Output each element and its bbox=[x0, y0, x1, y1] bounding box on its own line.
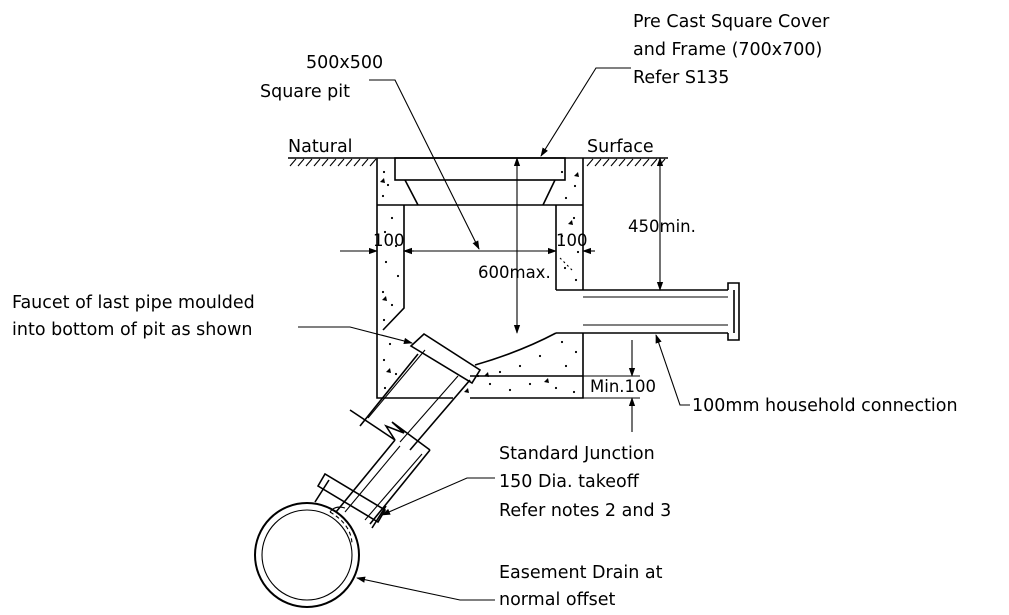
inclined-pipe bbox=[314, 332, 482, 529]
leader-lines bbox=[298, 67, 690, 601]
pit-label-line1: 500x500 bbox=[306, 53, 383, 73]
natural-label: Natural bbox=[288, 137, 353, 157]
depth-max-dimension: 600max. bbox=[478, 263, 551, 282]
annotation-text: Pre Cast Square Cover and Frame (700x700… bbox=[12, 12, 958, 610]
cover-label-line2: and Frame (700x700) bbox=[633, 40, 822, 60]
concrete-stipple bbox=[380, 170, 580, 394]
faucet-label-line2: into bottom of pit as shown bbox=[12, 320, 253, 340]
drain-label-line1: Easement Drain at bbox=[499, 563, 663, 583]
household-label: 100mm household connection bbox=[692, 396, 958, 416]
base-min-dimension: Min.100 bbox=[590, 377, 656, 396]
household-pipe bbox=[556, 282, 740, 341]
wall-left-dimension: 100 bbox=[373, 231, 405, 250]
faucet-label-line1: Faucet of last pipe moulded bbox=[12, 293, 255, 313]
drain-label-line2: normal offset bbox=[499, 590, 616, 610]
junction-label-line3: Refer notes 2 and 3 bbox=[499, 501, 671, 521]
ground-surface bbox=[288, 157, 668, 167]
cover-label-line3: Refer S135 bbox=[633, 68, 729, 88]
cover-frame bbox=[394, 157, 566, 206]
wall-right-dimension: 100 bbox=[556, 231, 588, 250]
cover-label-line1: Pre Cast Square Cover bbox=[633, 12, 830, 32]
pit-label-line2: Square pit bbox=[260, 82, 350, 102]
junction-label-line1: Standard Junction bbox=[499, 444, 655, 464]
easement-drain bbox=[254, 502, 360, 608]
dimension-lines bbox=[340, 157, 664, 432]
surface-label: Surface bbox=[587, 137, 654, 157]
junction-label-line2: 150 Dia. takeoff bbox=[499, 472, 640, 492]
cover-min-dimension: 450min. bbox=[628, 217, 696, 236]
